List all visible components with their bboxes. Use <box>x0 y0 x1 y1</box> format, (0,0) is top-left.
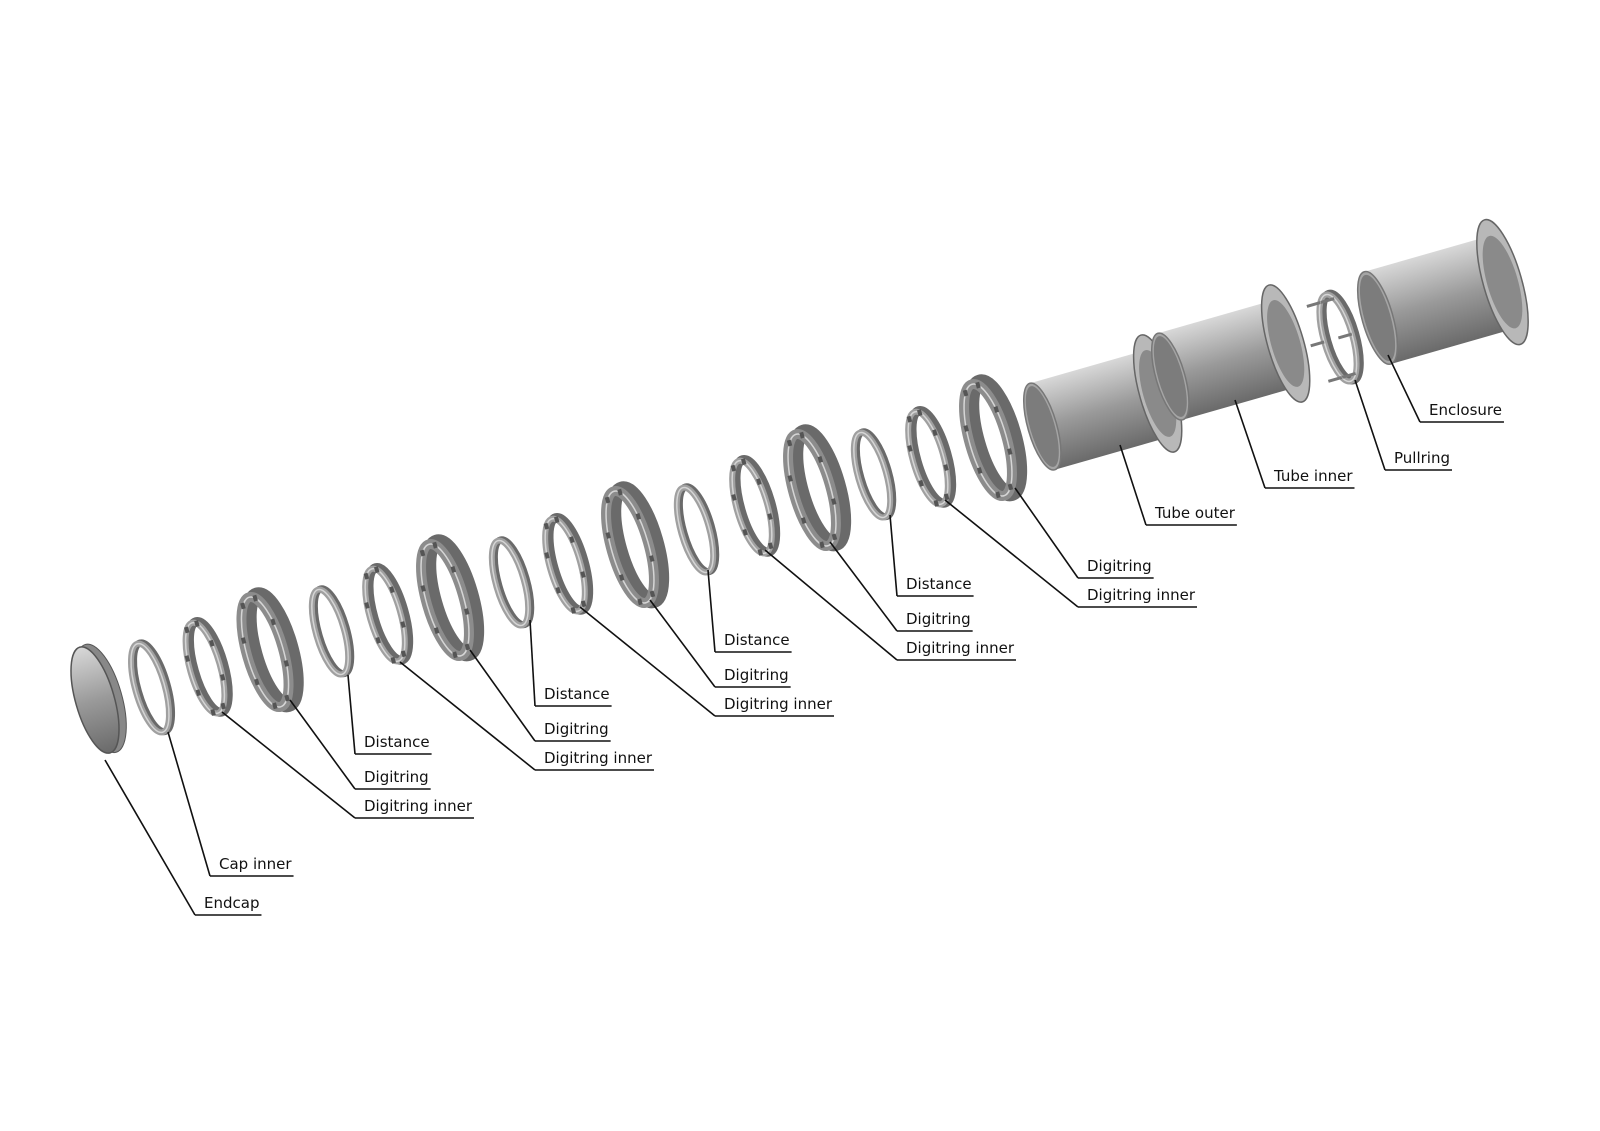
callout: Cap inner <box>167 731 294 877</box>
leader-line <box>944 499 1079 608</box>
callout: Tube outer <box>1119 444 1237 526</box>
callout: Digitring inner <box>399 661 654 771</box>
callout: Distance <box>529 619 612 707</box>
leader-line <box>1014 487 1079 579</box>
leader-line <box>347 674 356 755</box>
callout: Digitring <box>829 541 973 632</box>
part-digitring-inner <box>542 513 594 615</box>
callout: Digitring inner <box>221 711 474 819</box>
part-digitring <box>236 587 304 713</box>
leader-line <box>104 759 196 916</box>
part-distance <box>850 428 897 521</box>
callout: Digitring <box>649 599 791 688</box>
callout: Digitring inner <box>579 606 834 717</box>
leader-line <box>221 711 356 819</box>
part-label: Digitring <box>1087 557 1152 575</box>
part-tube-inner <box>1150 284 1311 421</box>
leader-line <box>764 549 898 661</box>
leader-line <box>469 649 536 742</box>
leader-line <box>289 699 356 790</box>
part-label: Digitring inner <box>364 797 473 815</box>
part-digitring-inner <box>182 617 233 717</box>
part-digitring <box>783 424 852 552</box>
leader-line <box>1119 444 1147 526</box>
callout: Digitring <box>469 649 611 742</box>
callout: Distance <box>707 569 792 653</box>
part-distance <box>488 536 535 629</box>
part-cap-inner <box>128 639 176 736</box>
leader-line <box>829 541 898 632</box>
callout: Distance <box>347 674 432 755</box>
part-digitring-inner <box>905 406 957 508</box>
part-distance <box>673 483 720 576</box>
leader-line <box>167 731 211 877</box>
callout: Digitring <box>1014 487 1154 579</box>
callout: Digitring inner <box>764 549 1016 661</box>
part-digitring-inner <box>729 455 781 557</box>
part-label: Distance <box>906 575 972 593</box>
part-distance <box>308 585 355 678</box>
callout: Digitring <box>289 699 431 790</box>
part-label: Tube outer <box>1154 504 1236 522</box>
part-label: Enclosure <box>1429 401 1502 419</box>
part-pullring <box>1306 289 1364 385</box>
leader-line <box>579 606 716 717</box>
leader-line <box>649 599 716 688</box>
part-digitring <box>416 534 485 662</box>
part-digitring-inner <box>362 563 414 665</box>
part-label: Digitring <box>906 610 971 628</box>
callout: Distance <box>889 514 974 597</box>
part-label: Digitring inner <box>544 749 653 767</box>
callout: Digitring inner <box>944 499 1197 608</box>
part-label: Distance <box>724 631 790 649</box>
part-label: Distance <box>544 685 610 703</box>
leader-line <box>529 619 536 707</box>
callout: Endcap <box>104 759 262 916</box>
part-label: Tube inner <box>1273 467 1353 485</box>
part-label: Digitring inner <box>1087 586 1196 604</box>
leader-line <box>1354 379 1386 471</box>
leader-line <box>399 661 536 771</box>
callout: Pullring <box>1354 379 1452 471</box>
leader-line <box>1387 354 1421 423</box>
part-digitring <box>601 481 670 609</box>
part-label: Digitring <box>364 768 429 786</box>
part-label: Endcap <box>204 894 259 912</box>
leader-line <box>1234 399 1266 489</box>
leader-line <box>889 514 898 597</box>
callout: Enclosure <box>1387 354 1504 423</box>
part-label: Digitring inner <box>906 639 1015 657</box>
leader-line <box>707 569 716 653</box>
callout: Tube inner <box>1234 399 1355 489</box>
part-enclosure <box>1356 218 1529 366</box>
part-digitring <box>959 374 1028 502</box>
part-endcap <box>70 643 127 754</box>
part-label: Digitring <box>724 666 789 684</box>
part-label: Pullring <box>1394 449 1450 467</box>
part-label: Cap inner <box>219 855 292 873</box>
part-label: Digitring <box>544 720 609 738</box>
part-tube-outer <box>1022 334 1183 471</box>
part-label: Digitring inner <box>724 695 833 713</box>
part-label: Distance <box>364 733 430 751</box>
